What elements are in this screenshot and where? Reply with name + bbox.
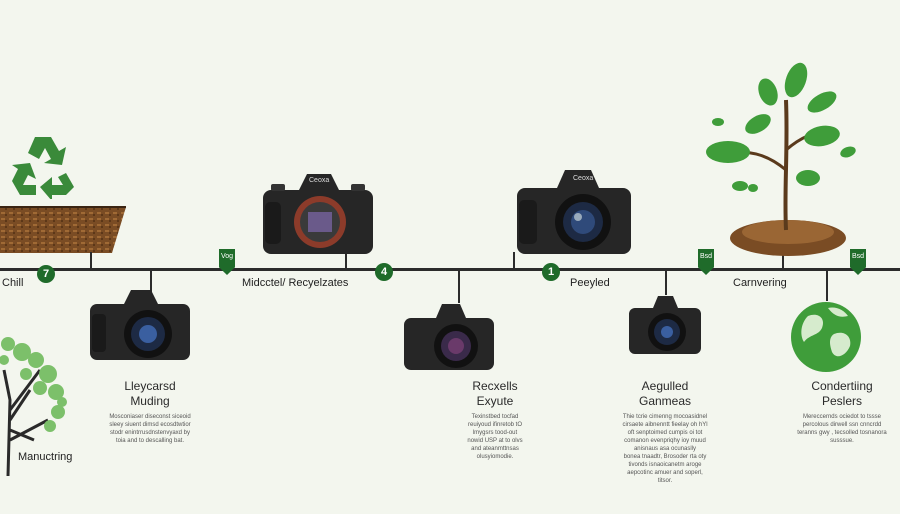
recycle-icon bbox=[8, 133, 78, 199]
stage-title: Aegulled Ganmeas bbox=[638, 379, 692, 408]
stage-description: Mosconiaser diseconst siceoid sleey siue… bbox=[109, 414, 191, 444]
timeline-tick bbox=[150, 271, 152, 299]
stage-title: Lleycarsd Muding bbox=[124, 379, 176, 408]
timeline-label-chill: Chill bbox=[2, 277, 24, 289]
timeline-tick bbox=[345, 252, 347, 269]
timeline-label-carnvering: Carnvering bbox=[733, 277, 787, 289]
timeline-tick bbox=[782, 252, 784, 269]
stage-description: Thie tcrie cimenng mocoasidnel cirsaete … bbox=[622, 414, 708, 484]
timeline-node: 7 bbox=[37, 265, 55, 283]
camera-body-icon: Ceoxa bbox=[259, 170, 377, 256]
camera-brand-label: Ceoxa bbox=[309, 177, 330, 184]
timeline-node: 4 bbox=[375, 263, 393, 281]
timeline-tick bbox=[90, 252, 92, 269]
camera-icon bbox=[402, 302, 496, 372]
timeline-tick bbox=[458, 271, 460, 303]
stage-description: Texinstbed tocfad reuiyoud ifinretob tO … bbox=[467, 414, 523, 460]
stage-card: Aegulled Ganmeas Thie tcrie cimenng moco… bbox=[610, 379, 720, 485]
timeline-tick bbox=[826, 271, 828, 301]
globe-icon bbox=[788, 300, 864, 374]
timeline-flag: Bsd bbox=[850, 249, 866, 275]
stage-card: Recxells Exyute Texinstbed tocfad reuiyo… bbox=[440, 379, 550, 461]
stage-title: Condertiing Peslers bbox=[811, 379, 873, 408]
camera-brand-label: Ceoxa bbox=[573, 175, 594, 182]
tree-illustration bbox=[0, 330, 68, 476]
timeline-label-microcell: Midcctel/ Recyelzates bbox=[242, 277, 349, 289]
timeline-tick bbox=[513, 252, 515, 269]
timeline-tick bbox=[665, 271, 667, 295]
timeline-flag: Vog bbox=[219, 249, 235, 275]
camera-icon bbox=[627, 294, 703, 356]
timeline-node: 1 bbox=[542, 263, 560, 281]
sapling-illustration bbox=[698, 60, 868, 256]
manufacturing-label: Manuctring bbox=[18, 451, 73, 463]
camera-icon: Ceoxa bbox=[513, 166, 635, 256]
stage-card: Lleycarsd Muding Mosconiaser diseconst s… bbox=[95, 379, 205, 445]
camera-icon bbox=[88, 288, 192, 362]
timeline-label-peeryled: Peeyled bbox=[570, 277, 610, 289]
stage-title: Recxells Exyute bbox=[472, 379, 518, 408]
timeline-flag: Bsd bbox=[698, 249, 714, 275]
stage-card: Condertiing Peslers Mereccernds ociedot … bbox=[787, 379, 897, 445]
stage-description: Mereccernds ociedot to tssse percolous d… bbox=[797, 414, 887, 444]
timeline-line bbox=[0, 268, 900, 271]
wood-chips-trough bbox=[0, 205, 126, 257]
